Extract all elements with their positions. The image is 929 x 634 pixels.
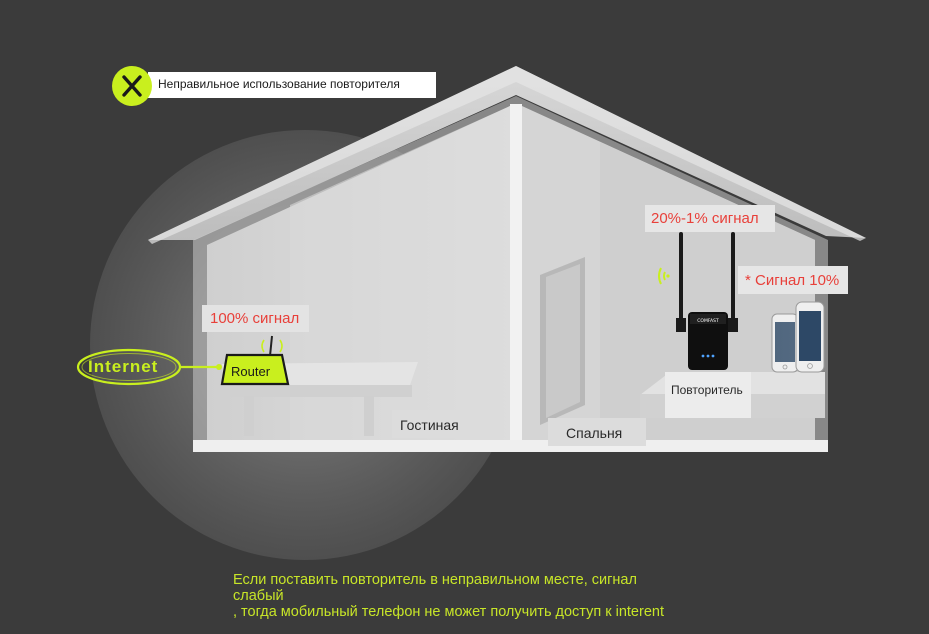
living-room-label: Гостиная xyxy=(400,417,459,433)
router-signal-label: 100% сигнал xyxy=(210,310,300,327)
caption: Если поставить повторитель в неправильно… xyxy=(233,572,733,620)
title-banner xyxy=(148,72,436,98)
wifi-signal-icon xyxy=(658,267,670,285)
phone-signal-box xyxy=(738,266,848,294)
repeater-signal-box xyxy=(645,205,775,232)
repeater-brand: COMFAST xyxy=(697,318,719,324)
repeater-label-box xyxy=(665,372,751,418)
roof xyxy=(148,66,866,240)
caption-line-1: Если поставить повторитель в неправильно… xyxy=(233,572,637,588)
repeater-icon xyxy=(676,232,738,370)
router-icon xyxy=(220,335,290,386)
caption-line-3: , тогда мобильный телефон не может получ… xyxy=(233,604,664,620)
bedroom-label: Спальня xyxy=(566,425,623,441)
router-signal-box xyxy=(202,305,309,332)
smartphone-icon xyxy=(771,301,825,373)
floor xyxy=(193,440,828,452)
repeater-label: Повторитель xyxy=(671,383,743,397)
page-title: Неправильное использование повторителя xyxy=(158,77,400,91)
internet-label: Internet xyxy=(88,357,159,376)
dividing-wall xyxy=(510,104,522,444)
router-label: Router xyxy=(231,364,271,379)
living-label-box xyxy=(392,410,504,438)
phone-signal-label: * Сигнал 10% xyxy=(745,272,840,289)
caption-line-2: слабый xyxy=(233,588,284,604)
repeater-signal-label: 20%-1% сигнал xyxy=(651,210,759,227)
bedroom-label-box xyxy=(548,418,646,446)
